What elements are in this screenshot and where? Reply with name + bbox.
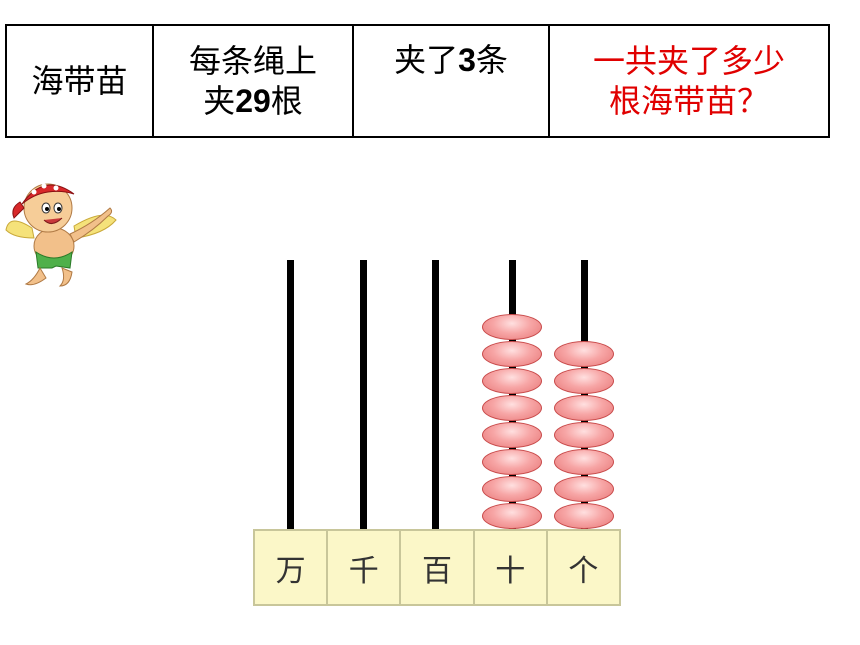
abacus-bead	[482, 422, 542, 448]
question-cell: 一共夹了多少 根海带苗？	[548, 24, 830, 138]
problem-table: 海带苗 每条绳上 夹29根 夹了3条 一共夹了多少 根海带苗？	[5, 24, 830, 138]
abacus-bead	[554, 395, 614, 421]
question-line1: 一共夹了多少	[592, 42, 785, 80]
pirate-kid-mascot-icon	[5, 183, 117, 287]
abacus-base: 万 千 百 十 个	[253, 529, 621, 606]
item-label: 海带苗	[31, 62, 128, 100]
place-bai: 百	[401, 531, 475, 604]
abacus-bead	[554, 341, 614, 367]
per-rope-line1: 每条绳上	[188, 42, 317, 80]
rod-shi	[509, 260, 516, 532]
abacus-bead	[554, 476, 614, 502]
rod-wan	[287, 260, 294, 532]
abacus-bead	[482, 476, 542, 502]
place-shi: 十	[475, 531, 548, 604]
abacus-bead	[482, 341, 542, 367]
abacus-bead	[554, 503, 614, 529]
abacus-bead	[482, 503, 542, 529]
place-qian: 千	[328, 531, 402, 604]
abacus-bead	[482, 449, 542, 475]
place-wan: 万	[255, 531, 329, 604]
place-ge: 个	[568, 553, 599, 589]
question-line2: 根海带苗？	[608, 82, 769, 120]
item-cell: 海带苗	[5, 24, 154, 138]
abacus-bead	[482, 314, 542, 340]
per-rope-line2: 夹29根	[203, 82, 303, 120]
rope-count-cell: 夹了3条	[352, 24, 550, 138]
abacus-bead	[482, 395, 542, 421]
rod-ge	[581, 260, 588, 532]
rod-bai	[432, 260, 439, 532]
abacus-bead	[482, 368, 542, 394]
per-rope-cell: 每条绳上 夹29根	[152, 24, 354, 138]
abacus-bead	[554, 449, 614, 475]
abacus-bead	[554, 368, 614, 394]
abacus-bead	[554, 422, 614, 448]
rod-qian	[360, 260, 367, 532]
